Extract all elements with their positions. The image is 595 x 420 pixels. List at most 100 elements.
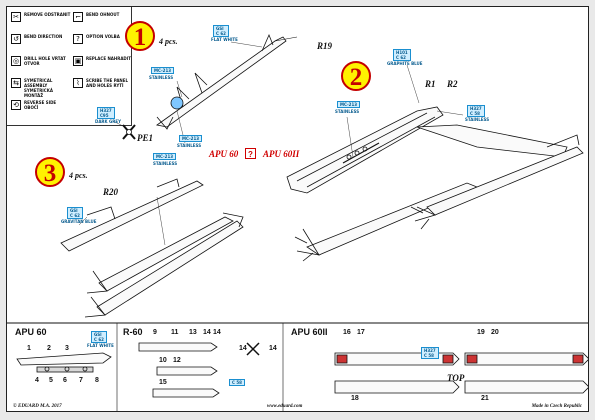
- section-title-apu60: APU 60: [15, 327, 47, 337]
- legend-item-label: REVERSE SIDE OBOČÍ: [24, 100, 57, 110]
- part-number: 4: [35, 377, 39, 384]
- instruction-sheet: ✂REMOVE ODSTRANIT⌐BEND OHNOUT ↺BEND DIREC…: [6, 6, 589, 412]
- apu60-side-view: [16, 352, 112, 373]
- part-number: 14: [269, 345, 277, 352]
- legend-item-label: DRILL HOLE VRTAT OTVOR: [24, 56, 66, 66]
- part-label-r1: R1: [425, 79, 436, 89]
- symmetrical-assembly-icon: ⇆: [11, 78, 21, 88]
- bend-icon: ⌐: [73, 12, 83, 22]
- part-number: 6: [63, 377, 67, 384]
- pe1-clip-drawing: [122, 124, 136, 140]
- paint-note-graphite-blue: GRAPHITE BLUE: [387, 61, 423, 66]
- paint-callout-stainless-3: MC-213: [337, 101, 361, 108]
- legend-item: ↺BEND DIRECTION: [11, 34, 71, 44]
- legend-panel: ✂REMOVE ODSTRANIT⌐BEND OHNOUT ↺BEND DIREC…: [7, 7, 132, 126]
- footer-website: www.eduard.com: [267, 404, 303, 409]
- part-number: 9: [153, 329, 157, 336]
- legend-item: ▣REPLACE NAHRADIT: [73, 56, 133, 66]
- legend-item: ✂REMOVE ODSTRANIT: [11, 12, 71, 22]
- part-label-pe1: PE1: [137, 133, 154, 143]
- legend-item-label: SCRIBE THE PANEL AND HOLES RYTÍ: [86, 78, 129, 88]
- drill-hole-icon: ◎: [11, 56, 21, 66]
- legend-item-label: OPTION VOLBA: [86, 34, 120, 39]
- scribe-panel-icon: ⌇: [73, 78, 83, 88]
- part-number: 12: [173, 357, 181, 364]
- legend-item: ⌐BEND OHNOUT: [73, 12, 133, 22]
- part-label-r19: R19: [317, 41, 333, 51]
- part-number: 2: [47, 345, 51, 352]
- footer-origin: Made in Czech Republic: [531, 404, 582, 409]
- part-number: 14: [203, 329, 211, 336]
- section-title-apu60ii: APU 60II: [291, 327, 328, 337]
- section-title-r60: R-60: [123, 327, 143, 337]
- part-label-r2: R2: [447, 79, 458, 89]
- part-number: 17: [357, 329, 365, 336]
- part-number: 15: [159, 379, 167, 386]
- part-number: 13: [189, 329, 197, 336]
- paint-note-apu60: FLAT WHITE: [87, 343, 114, 348]
- r60-details: [138, 342, 260, 398]
- step-3-badge: 3: [35, 157, 65, 187]
- legend-item: ?OPTION VOLBA: [73, 34, 133, 44]
- assembly-drawing: [7, 33, 588, 411]
- legend-item-label: SYMETRICAL ASSEMBLY SYMETRICKÁ MONTÁŽ: [24, 78, 53, 98]
- paint-note-flat-white: FLAT WHITE: [211, 37, 238, 42]
- option-icon: ?: [73, 34, 83, 44]
- paint-note-stainless-3: STAINLESS: [335, 109, 360, 114]
- paint-callout-stainless-2: MC-213: [179, 135, 203, 142]
- legend-item-label: REMOVE ODSTRANIT: [24, 12, 71, 17]
- part-number: 5: [49, 377, 53, 384]
- pylon-apu60ii-drawing: [286, 106, 580, 194]
- missile-r19-drawing: [156, 33, 298, 130]
- part-number: 10: [159, 357, 167, 364]
- reverse-side-icon: ⟲: [11, 100, 21, 110]
- step-1-quantity: 4 pcs.: [159, 37, 178, 46]
- part-number: 11: [171, 329, 179, 336]
- legend-item: ⇆SYMETRICAL ASSEMBLY SYMETRICKÁ MONTÁŽ: [11, 78, 71, 98]
- legend-item: ⌇SCRIBE THE PANEL AND HOLES RYTÍ: [73, 78, 133, 88]
- legend-item: ◎DRILL HOLE VRTAT OTVOR: [11, 56, 71, 66]
- part-number: 16: [343, 329, 351, 336]
- part-number: 20: [491, 329, 499, 336]
- paint-callout-stainless-1: MC-213: [151, 67, 175, 74]
- option-apu60ii: APU 60II: [263, 149, 300, 159]
- legend-item-label: REPLACE NAHRADIT: [86, 56, 131, 61]
- legend-item-label: BEND OHNOUT: [86, 12, 120, 17]
- part-number: 19: [477, 329, 485, 336]
- paint-note-dark-grey: DARK GREY: [95, 119, 121, 124]
- part-number: 8: [95, 377, 99, 384]
- pylon-r20-drawing: [60, 178, 244, 318]
- paint-note-stainless-2: STAINLESS: [177, 143, 202, 148]
- bend-direction-icon: ↺: [11, 34, 21, 44]
- step-3-quantity: 4 pcs.: [69, 171, 88, 180]
- paint-callout-r60: C 58: [229, 379, 245, 386]
- paint-note-gravitan-blue: GRAVITAN BLUE: [61, 219, 97, 224]
- leader-lines: [78, 41, 464, 246]
- missile-pair-step2-drawing: [294, 146, 584, 262]
- part-number: 18: [351, 395, 359, 402]
- step-1-badge: 1: [125, 21, 155, 51]
- part-number: 1: [27, 345, 31, 352]
- option-question-icon: ?: [245, 148, 256, 159]
- part-number: 21: [481, 395, 489, 402]
- paint-note-stainless-1: STAINLESS: [149, 75, 174, 80]
- step-2-badge: 2: [341, 61, 371, 91]
- part-number: 14: [239, 345, 247, 352]
- paint-note-stainless-4: STAINLESS: [465, 117, 490, 122]
- option-apu60: APU 60: [209, 149, 239, 159]
- legend-item-label: BEND DIRECTION: [24, 34, 63, 39]
- part-number: 3: [65, 345, 69, 352]
- replace-icon: ▣: [73, 56, 83, 66]
- remove-icon: ✂: [11, 12, 21, 22]
- legend-item: ⟲REVERSE SIDE OBOČÍ: [11, 100, 71, 110]
- label-top-view: TOP: [447, 373, 465, 383]
- part-number: 7: [79, 377, 83, 384]
- paint-callout-stainless-5: MC-213: [153, 153, 177, 160]
